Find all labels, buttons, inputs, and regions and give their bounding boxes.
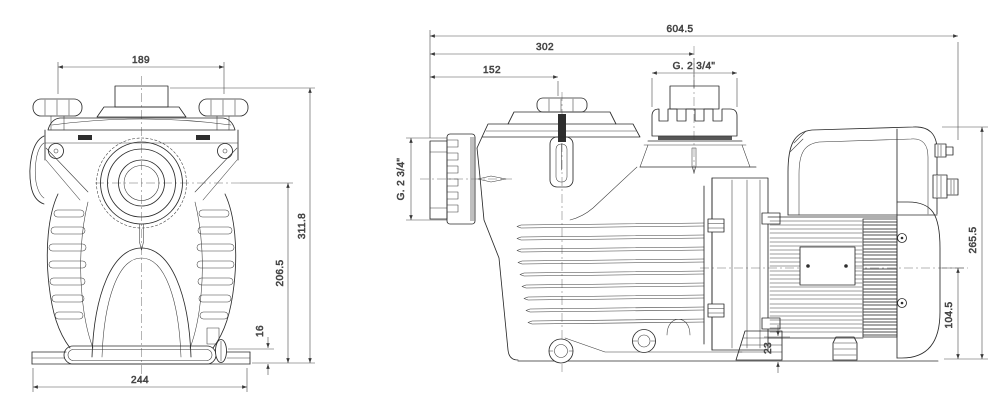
side-strainer-lid [481,97,641,188]
dim-side-total-height: 265.5 [968,226,979,253]
front-left-tab [29,135,45,205]
dim-side-axis-height: 104.5 [944,301,955,328]
dim-front-drain-offset: 16 [255,325,266,337]
front-cooling-ribs [48,209,235,320]
side-outlet-port [639,85,751,174]
side-handle-terminal-box [787,126,938,216]
side-body-fins [516,222,705,325]
dim-side-total-length: 604.5 [666,24,693,35]
side-motor [767,128,941,359]
dim-side-inlet-to-lid: 152 [483,65,501,76]
dim-side-inlet-to-outlet: 302 [536,42,554,53]
front-right-knob [198,98,249,131]
side-view: 604.5 302 152 G. 2 3/4" G. 2 3/4" 265.5 … [396,24,988,373]
side-pump-body [429,85,959,364]
side-centerlines [420,46,968,372]
dim-front-base-width: 244 [131,375,149,386]
front-suction-port [96,137,187,229]
front-pump-body [29,85,251,365]
front-dimensions: 189 244 311.8 206.5 16 [32,55,315,392]
side-inlet-port [429,133,507,225]
dim-front-total-height: 311.8 [297,213,308,239]
front-view: 189 244 311.8 206.5 16 [29,55,315,392]
front-centerlines [95,76,240,374]
dim-side-outlet-thread: G. 2 3/4" [673,61,716,72]
dim-side-foot-clearance: 23 [763,342,774,354]
side-cable-glands [932,143,959,199]
side-motor-feet [735,330,858,361]
front-left-knob [32,98,83,131]
side-drain-plugs [548,329,656,364]
side-dimensions: 604.5 302 152 G. 2 3/4" G. 2 3/4" 265.5 … [396,24,988,373]
dim-side-inlet-thread: G. 2 3/4" [396,158,407,201]
side-motor-bracket [703,177,781,351]
dim-front-top-width: 189 [132,55,150,66]
dim-front-axis-height: 206.5 [275,259,286,286]
front-base [31,327,251,365]
